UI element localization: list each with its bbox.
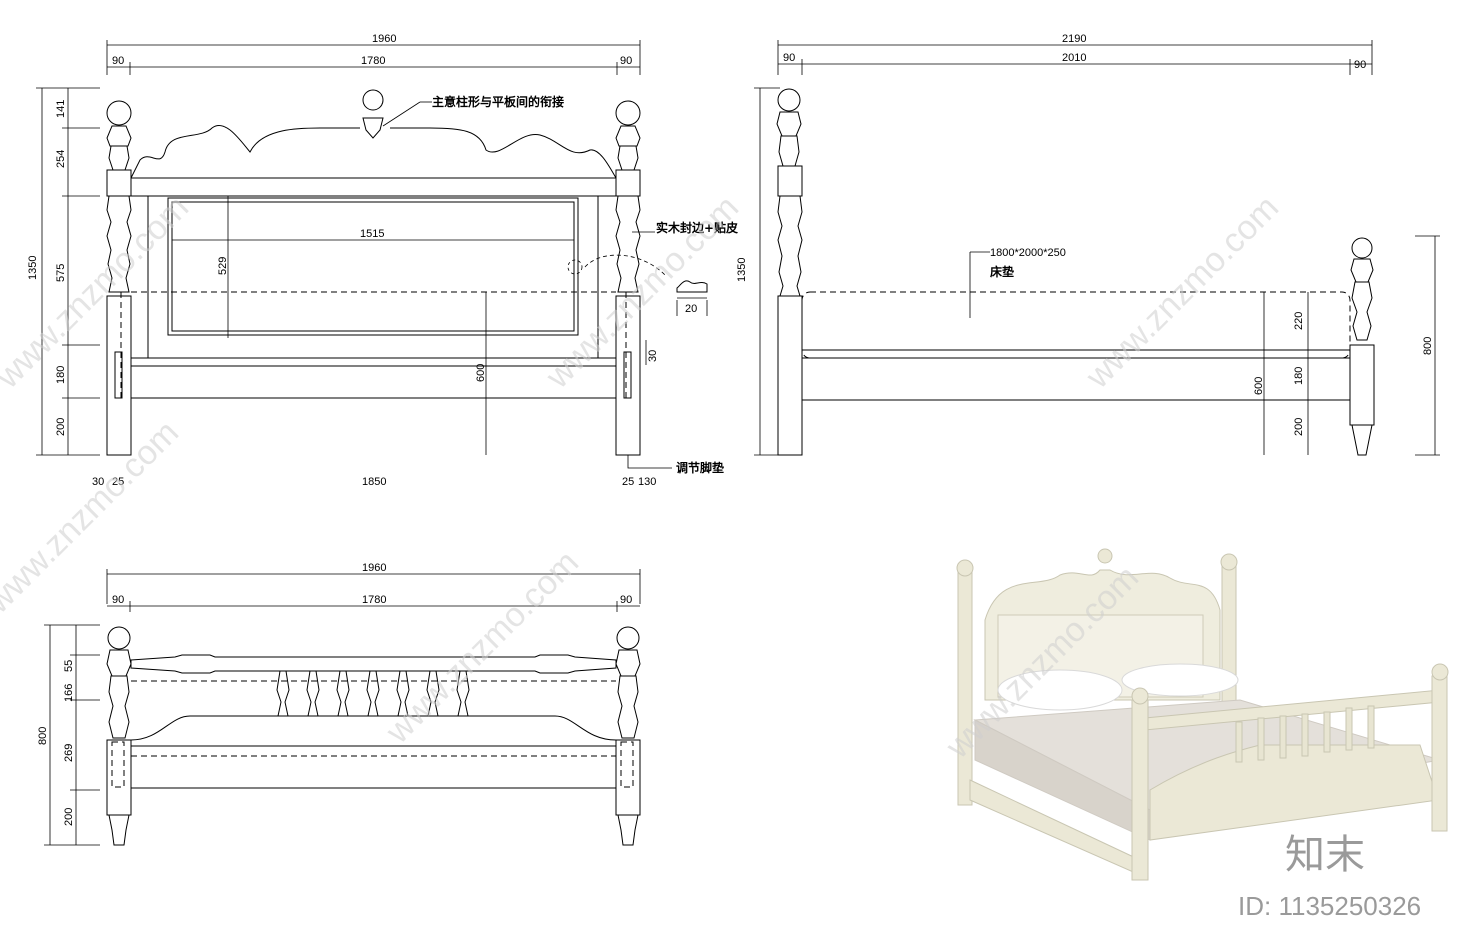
- dim-bottom-right-a: 25: [622, 476, 634, 488]
- dim-side-height: 1350: [736, 258, 748, 282]
- footboard-elevation: 1960 90 1780 90 800 55 166 269 200: [37, 562, 641, 846]
- dim-front-post-right: 90: [620, 55, 632, 67]
- dim-foot-post-right: 90: [620, 594, 632, 606]
- edge-profile-detail: [676, 280, 708, 293]
- dim-bottom-left-a: 30: [92, 476, 104, 488]
- dim-foot-h-top: 55: [63, 660, 75, 672]
- dim-foot-inner: 1780: [362, 594, 386, 606]
- foot-top-rail: [130, 654, 617, 674]
- headboard-crest: [130, 125, 617, 179]
- dim-foot-h-panel: 269: [63, 744, 75, 762]
- dim-foot-height: 800: [37, 727, 49, 745]
- dim-side-post-left: 90: [783, 52, 795, 64]
- dim-front-post-left: 90: [112, 55, 124, 67]
- watermark-text: www.znzmo.com: [378, 543, 586, 751]
- dim-front-h-crest: 254: [55, 150, 67, 168]
- foot-right-post: [615, 626, 641, 846]
- note-joint: 主意柱形与平板间的衔接: [432, 94, 564, 109]
- dim-side-post-right: 90: [1354, 59, 1366, 71]
- dim-side-rail-height: 600: [1253, 377, 1265, 395]
- bed-product-image: [956, 548, 1449, 881]
- dim-front-gap: 30: [647, 350, 659, 362]
- dim-bottom-right-b: 130: [638, 476, 656, 488]
- dim-side-overall: 2190: [1062, 33, 1086, 45]
- dim-bottom-left-b: 25: [112, 476, 124, 488]
- left-post: [106, 100, 132, 456]
- dim-side-h-rail: 180: [1293, 367, 1305, 385]
- dim-front-height: 1350: [27, 256, 39, 280]
- footboard-panel: [130, 715, 617, 741]
- side-rail-top: [130, 357, 617, 367]
- dim-side-inner: 2010: [1062, 52, 1086, 64]
- dim-panel-width: 1515: [360, 228, 384, 240]
- side-elevation: 2190 90 2010 90 1350: [736, 33, 1440, 456]
- dim-front-rail-height: 600: [475, 364, 487, 382]
- headboard-front-elevation: 1960 90 1780 90 1350 141 254 575 180 200: [27, 33, 738, 488]
- dim-foot-post-left: 90: [112, 594, 124, 606]
- mattress-label: 床垫: [990, 264, 1014, 279]
- id-label: ID: 1135250326: [1238, 891, 1421, 921]
- headboard-panel: [171, 201, 575, 332]
- dim-front-overall: 1960: [372, 33, 396, 45]
- brand-logo-text: 知末: [1285, 832, 1365, 878]
- dim-edge-detail: 20: [685, 303, 697, 315]
- mattress-size: 1800*2000*250: [990, 247, 1066, 259]
- dim-front-h-foot: 200: [55, 418, 67, 436]
- dim-foot-overall: 1960: [362, 562, 386, 574]
- dim-foot-h-spindle: 166: [63, 684, 75, 702]
- dim-front-h-top: 141: [55, 100, 67, 118]
- center-finial: [362, 89, 384, 111]
- dim-front-h-panel: 575: [55, 264, 67, 282]
- dim-panel-height: 529: [217, 257, 229, 275]
- mattress: [801, 291, 1351, 359]
- dim-front-h-rail: 180: [55, 366, 67, 384]
- dim-side-h-foot: 200: [1293, 418, 1305, 436]
- dim-foot-h-foot: 200: [63, 808, 75, 826]
- watermark-text: www.znzmo.com: [0, 413, 186, 621]
- dim-side-h-mattress: 220: [1293, 312, 1305, 330]
- note-adjust-foot: 调节脚垫: [676, 460, 724, 475]
- dim-side-footboard: 800: [1422, 337, 1434, 355]
- headboard-frame: [147, 195, 599, 359]
- side-foot-post: [1349, 237, 1375, 456]
- dim-bottom-inner: 1850: [362, 476, 386, 488]
- side-head-post: [776, 88, 803, 456]
- foot-left-post: [106, 626, 132, 846]
- note-edge-banding: 实木封边+贴皮: [656, 220, 738, 235]
- watermark-text: www.znzmo.com: [538, 188, 746, 396]
- dim-front-inner: 1780: [361, 55, 385, 67]
